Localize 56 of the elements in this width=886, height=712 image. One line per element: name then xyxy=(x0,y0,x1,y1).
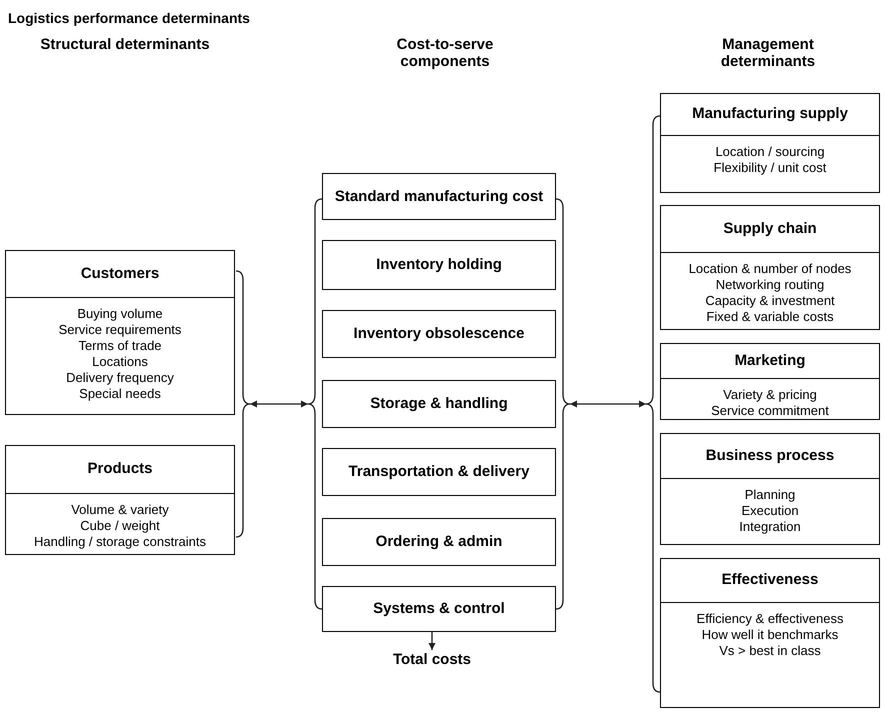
curly-bracket xyxy=(556,198,570,610)
factor-text: Delivery frequency xyxy=(66,370,174,386)
category-card xyxy=(660,205,880,330)
category-card xyxy=(660,433,880,545)
card-heading: Supply chain xyxy=(723,218,817,239)
factor-text: Execution xyxy=(741,503,799,519)
factor-text: Integration xyxy=(739,519,801,535)
card-heading: Products xyxy=(87,459,152,480)
result-text: Total costs xyxy=(392,650,472,670)
category-card xyxy=(5,445,235,555)
category-card xyxy=(660,343,880,420)
cost-component-box: Inventory holding xyxy=(322,240,556,290)
factor-text: Flexibility / unit cost xyxy=(714,160,826,176)
cost-component-box: Ordering & admin xyxy=(322,518,556,566)
factor-text: Capacity & investment xyxy=(705,293,835,309)
curly-bracket xyxy=(236,270,250,538)
factor-text: Efficiency & effectiveness xyxy=(696,611,844,627)
curly-bracket xyxy=(646,115,660,693)
column-heading: Structural determinants xyxy=(40,36,210,53)
cost-component-box: Systems & control xyxy=(322,586,556,632)
column-heading: Cost-to-serve components xyxy=(396,36,494,70)
card-heading: Effectiveness xyxy=(722,570,818,590)
factor-text: Special needs xyxy=(79,386,161,402)
column-heading: Management determinants xyxy=(720,36,816,70)
factor-text: Volume & variety xyxy=(71,502,169,518)
cost-component-box: Transportation & delivery xyxy=(322,448,556,496)
factor-text: Service commitment xyxy=(711,403,829,419)
factor-text: Terms of trade xyxy=(78,338,162,354)
card-heading: Business process xyxy=(706,446,834,466)
card-heading: Marketing xyxy=(734,350,806,371)
factor-text: Service requirements xyxy=(58,322,182,338)
factor-text: Cube / weight xyxy=(80,518,160,534)
arrow xyxy=(570,400,646,408)
factor-text: Planning xyxy=(744,487,796,503)
cost-component-box: Storage & handling xyxy=(322,380,556,428)
factor-text: Fixed & variable costs xyxy=(706,309,834,325)
cost-component-box: Standard manufacturing cost xyxy=(322,173,556,220)
arrow xyxy=(428,632,436,650)
factor-text: Networking routing xyxy=(716,277,824,293)
card-heading: Customers xyxy=(80,264,160,284)
category-card xyxy=(5,250,235,415)
factor-text: Handling / storage constraints xyxy=(34,534,206,550)
curly-bracket xyxy=(308,198,322,610)
category-card xyxy=(660,558,880,708)
cost-component-box: Inventory obsolescence xyxy=(322,310,556,358)
factor-text: Location & number of nodes xyxy=(688,261,852,277)
factor-text: Variety & pricing xyxy=(723,387,817,403)
diagram-title: Logistics performance determinants xyxy=(8,9,250,28)
factor-text: How well it benchmarks xyxy=(702,627,838,643)
category-card xyxy=(660,93,880,193)
card-heading: Manufacturing supply xyxy=(692,104,848,124)
arrow xyxy=(250,400,308,408)
factor-text: Location / sourcing xyxy=(715,144,825,160)
factor-text: Buying volume xyxy=(77,306,163,322)
factor-text: Vs > best in class xyxy=(719,643,821,659)
factor-text: Locations xyxy=(92,354,148,370)
